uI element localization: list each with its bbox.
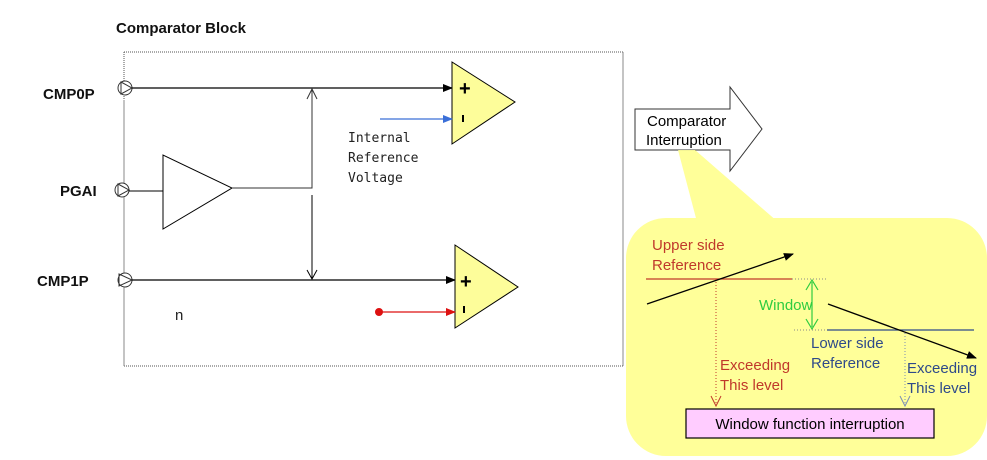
pin-cmp1p-icon	[117, 272, 134, 288]
upper-reference-label-1: Upper side	[652, 237, 725, 254]
comparator-1	[454, 244, 519, 329]
rising-signal	[646, 253, 794, 305]
internal-reference-label-2: Reference	[348, 151, 419, 166]
window-interruption-label: Window function interruption	[715, 416, 904, 433]
exceeding-upper-label-2: This level	[720, 377, 783, 394]
comparator-1-minus	[463, 306, 465, 313]
comparator-0	[451, 61, 516, 145]
block-title: Comparator Block	[116, 20, 247, 37]
window-label: Window	[759, 297, 813, 314]
pin-label-pgai: PGAI	[60, 183, 97, 200]
lower-exceed-arrow-icon	[899, 395, 911, 408]
callout-pointer-overlap	[678, 150, 712, 165]
interruption-label-2: Interruption	[646, 132, 722, 149]
window-arrow-down-icon	[805, 318, 819, 331]
pga-amplifier	[162, 154, 234, 230]
pin-label-cmp0p: CMP0P	[43, 86, 95, 103]
pin-cmp0p-icon	[117, 80, 134, 96]
callout-pointer	[678, 150, 778, 222]
window-interruption-box	[685, 408, 935, 439]
comparator-0-plus: +	[459, 78, 471, 100]
stray-label: n	[175, 307, 183, 324]
lower-reference-label-1: Lower side	[811, 335, 884, 352]
arrow-down-icon	[306, 269, 318, 281]
lower-reference-label-2: Reference	[811, 355, 880, 372]
exceeding-upper-label-1: Exceeding	[720, 357, 790, 374]
internal-reference-label-3: Voltage	[348, 171, 403, 186]
exceeding-lower-label-1: Exceeding	[907, 360, 977, 377]
upper-exceed-arrow-icon	[710, 395, 722, 408]
interruption-arrow	[634, 85, 763, 173]
wire-pga-out-up	[232, 89, 313, 189]
pin-label-cmp1p: CMP1P	[37, 273, 89, 290]
falling-signal	[827, 303, 977, 359]
exceeding-lower-label-2: This level	[907, 380, 970, 397]
interruption-label-1: Comparator	[647, 113, 726, 130]
internal-reference-label-1: Internal	[348, 131, 411, 146]
pin-pgai-icon	[114, 182, 131, 198]
arrow-up-icon	[306, 87, 318, 100]
comparator-0-minus	[462, 115, 464, 122]
window-arrow-up-icon	[805, 278, 819, 291]
comparator-1-plus: +	[460, 271, 472, 293]
upper-reference-label-2: Reference	[652, 257, 721, 274]
